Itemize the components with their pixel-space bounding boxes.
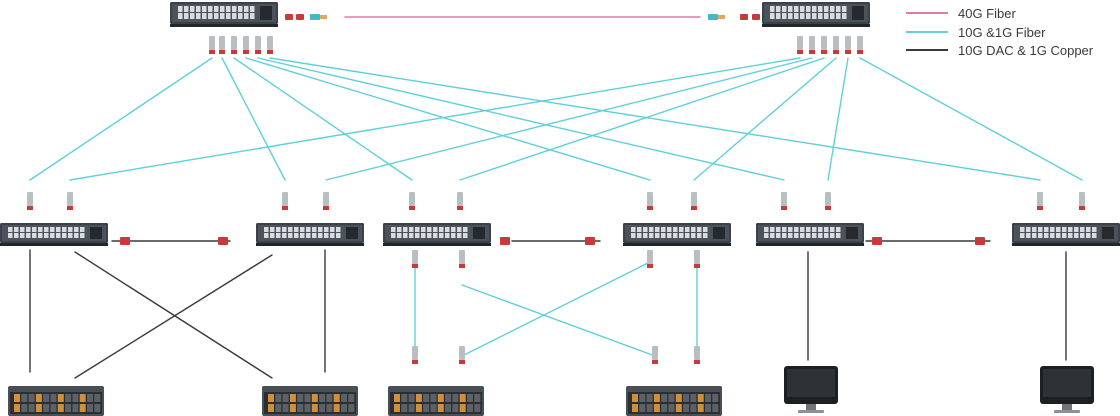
link-fiber-acc3-server4 [461,284,656,357]
legend-item-40g-fiber: 40G Fiber [906,6,1016,21]
legend-item-10g-1g-fiber: 10G &1G Fiber [906,25,1046,40]
sfp-transceiver-icon [781,192,787,210]
sfp-transceiver-icon [285,14,293,20]
sfp-transceiver-icon [647,192,653,210]
rack-server-icon [388,386,484,416]
sfp-transceiver-icon [691,192,697,210]
core-switch-icon [762,2,870,27]
sfp-transceiver-icon [652,346,658,364]
sfp-transceiver-icon [694,250,700,268]
sfp-transceiver-icon [267,36,273,54]
link-fiber-coreR-acc3 [459,57,825,181]
legend-label-40g-fiber: 40G Fiber [958,6,1016,21]
link-fiber-acc4-server3 [461,261,651,357]
link-fiber-coreR-acc4 [693,57,837,181]
desktop-monitor-icon [1040,366,1094,413]
sfp-transceiver-icon [647,250,653,268]
sfp-transceiver-icon [872,237,882,245]
sfp-transceiver-icon [296,14,304,20]
access-switch-icon [756,223,864,246]
sfp-transceiver-icon [459,346,465,364]
sfp-transceiver-icon [809,36,815,54]
access-switch-icon [383,223,491,246]
rack-server-icon [8,386,104,416]
access-switch-icon [256,223,364,246]
link-copper-acc2-server1 [74,254,273,379]
sfp-transceiver-icon [120,237,130,245]
sfp-transceiver-icon [740,14,748,20]
link-fiber-coreR-acc5 [827,57,849,181]
link-fiber-coreR-acc2 [325,57,813,181]
sfp-transceiver-icon [845,36,851,54]
rack-server-icon [626,386,722,416]
links-layer [29,16,1083,379]
sfp-transceiver-icon [857,36,863,54]
desktop-monitor-icon [784,366,838,413]
legend-label-10g-dac-1g-copper: 10G DAC & 1G Copper [958,43,1094,58]
sfp-transceiver-icon [975,237,985,245]
sfp-transceiver-icon [409,192,415,210]
sfp-transceiver-icon [797,36,803,54]
sfp-transceiver-icon [243,36,249,54]
sfp-transceiver-icon [67,192,73,210]
link-fiber-coreL-acc6 [269,57,1041,181]
sfp-transceiver-icon [833,36,839,54]
link-fiber-coreL-acc2 [221,57,286,181]
access-switch-icon [623,223,731,246]
sfp-transceiver-icon [209,36,215,54]
rack-server-icon [262,386,358,416]
sfp-transceiver-icon [752,14,760,20]
link-fiber-coreL-acc1 [29,57,213,181]
sfp-transceiver-icon [219,36,225,54]
link-fiber-coreL-acc4 [245,57,651,181]
link-fiber-coreR-acc1 [69,57,801,181]
sfp-transceiver-icon [255,36,261,54]
sfp-transceiver-icon [825,192,831,210]
sfp-transceiver-icon [231,36,237,54]
mtp-connector-icon [310,14,327,20]
link-fiber-coreR-acc6 [859,57,1083,181]
sfp-transceiver-icon [1079,192,1085,210]
sfp-transceiver-icon [27,192,33,210]
sfp-transceiver-icon [459,250,465,268]
legend-label-10g-1g-fiber: 10G &1G Fiber [958,25,1046,40]
legend: 40G Fiber 10G &1G Fiber 10G DAC & 1G Cop… [906,6,1094,58]
sfp-transceiver-icon [282,192,288,210]
sfp-transceiver-icon [694,346,700,364]
access-switch-icon [0,223,108,246]
link-copper-acc1-server2 [74,251,273,379]
legend-item-10g-dac-1g-copper: 10G DAC & 1G Copper [906,43,1094,58]
sfp-transceiver-icon [323,192,329,210]
sfp-transceiver-icon [412,250,418,268]
sfp-transceiver-icon [1037,192,1043,210]
sfp-transceiver-icon [218,237,228,245]
mtp-connector-icon [708,14,725,20]
core-switch-icon [170,2,278,27]
sfp-transceiver-icon [412,346,418,364]
link-fiber-coreL-acc3 [233,57,413,181]
sfp-transceiver-icon [500,237,510,245]
access-switch-icon [1012,223,1120,246]
sfp-transceiver-icon [457,192,463,210]
link-fiber-coreL-acc5 [257,57,785,181]
sfp-transceiver-icon [821,36,827,54]
sfp-transceiver-icon [585,237,595,245]
